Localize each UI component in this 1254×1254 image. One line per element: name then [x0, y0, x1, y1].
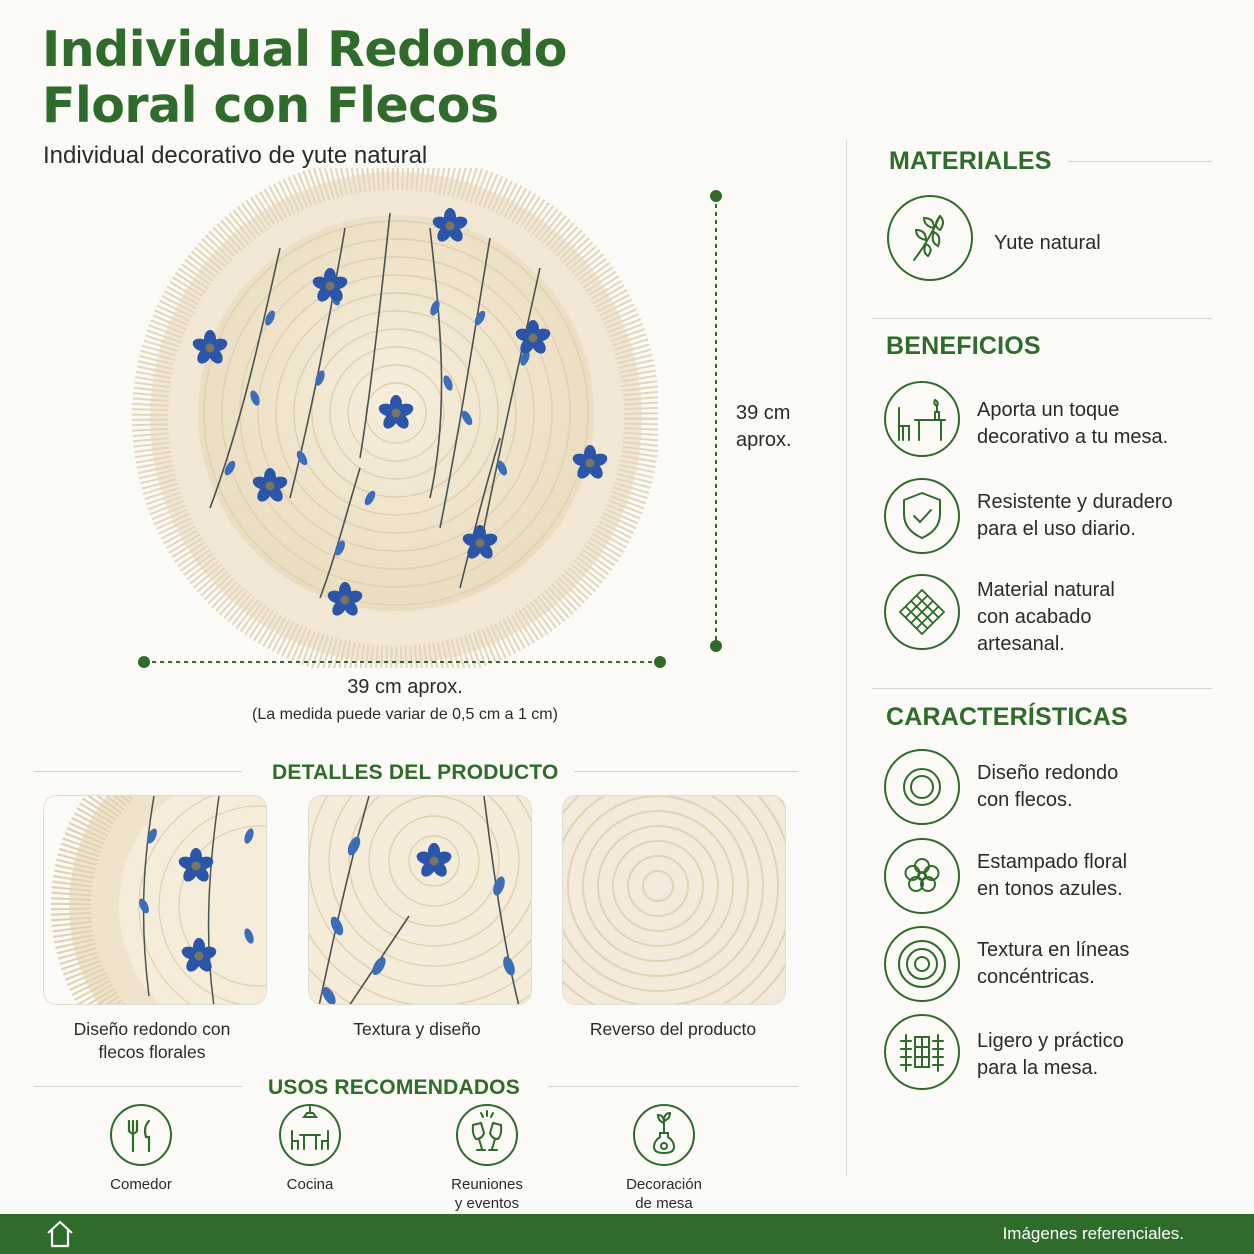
- use-item-reuniones: Reuniones y eventos: [412, 1103, 562, 1213]
- materials-heading: MATERIALES: [889, 147, 1052, 175]
- use-label-line: y eventos: [454, 1195, 520, 1212]
- features-top-rule: [872, 688, 1212, 689]
- features-heading: CARACTERÍSTICAS: [886, 703, 1128, 731]
- vase-icon: [633, 1104, 695, 1166]
- uses-rule-left: [34, 1086, 242, 1087]
- use-label-line: de mesa: [635, 1195, 693, 1212]
- use-item-comedor: Comedor: [66, 1103, 216, 1194]
- details-rule-left: [34, 771, 242, 772]
- leaf-icon: [887, 195, 973, 281]
- benefit-line: decorativo a tu mesa.: [977, 426, 1169, 448]
- width-dimension-label: 39 cm aprox.: [347, 676, 463, 698]
- uses-rule-right: [548, 1086, 798, 1087]
- feature-texture-text: Textura en líneas concéntricas.: [977, 937, 1217, 991]
- page-subtitle: Individual decorativo de yute natural: [43, 142, 428, 169]
- benefit-line: con acabado: [977, 606, 1092, 628]
- feature-light-text: Ligero y práctico para la mesa.: [977, 1028, 1217, 1082]
- feature-line: Textura en líneas: [977, 939, 1130, 961]
- uses-heading: USOS RECOMENDADOS: [268, 1076, 520, 1099]
- use-item-decoracion: Decoración de mesa: [589, 1103, 739, 1213]
- dining-table-icon: [279, 1104, 341, 1166]
- benefits-heading: BENEFICIOS: [886, 332, 1041, 360]
- feature-line: para la mesa.: [977, 1057, 1099, 1079]
- feature-floral-text: Estampado floral en tonos azules.: [977, 849, 1217, 903]
- detail-caption-reverse: Reverso del producto: [548, 1018, 798, 1041]
- title-line-2: Floral con Flecos: [42, 77, 499, 134]
- use-label-comedor: Comedor: [110, 1176, 172, 1193]
- feature-line: Diseño redondo: [977, 762, 1119, 784]
- benefit-line: artesanal.: [977, 633, 1065, 655]
- circle-icon: [884, 749, 960, 825]
- feature-round-text: Diseño redondo con flecos.: [977, 760, 1217, 814]
- feature-line: Estampado floral: [977, 851, 1128, 873]
- size-variance-note: (La medida puede variar de 0,5 cm a 1 cm…: [252, 706, 558, 723]
- height-approx: aprox.: [736, 429, 792, 451]
- benefit-natural-text: Material natural con acabado artesanal.: [977, 577, 1217, 658]
- product-image-placemat: [132, 168, 658, 668]
- height-dimension-label: 39 cm aprox.: [736, 400, 792, 454]
- use-label-decoracion: Decoración de mesa: [589, 1175, 739, 1213]
- use-label-line: Reuniones: [451, 1176, 523, 1193]
- benefit-line: para el uso diario.: [977, 518, 1136, 540]
- detail-caption-fringe: Diseño redondo con flecos florales: [27, 1018, 277, 1064]
- detail-image-reverse: [562, 795, 786, 1005]
- use-label-reuniones: Reuniones y eventos: [412, 1175, 562, 1213]
- benefit-durable-text: Resistente y duradero para el uso diario…: [977, 489, 1217, 543]
- caption-line: Reverso del producto: [589, 1019, 757, 1039]
- feature-line: en tonos azules.: [977, 878, 1123, 900]
- materials-rule: [1068, 161, 1212, 162]
- detail-image-fringe: [43, 795, 267, 1005]
- feature-line: Ligero y práctico: [977, 1030, 1124, 1052]
- caption-line: flecos florales: [98, 1042, 206, 1062]
- material-jute-text: Yute natural: [994, 232, 1101, 254]
- footer-disclaimer: Imágenes referenciales.: [1002, 1224, 1184, 1243]
- feature-line: con flecos.: [977, 789, 1073, 811]
- benefit-line: Aporta un toque: [977, 399, 1120, 421]
- use-label-line: Decoración: [626, 1176, 702, 1193]
- title-line-1: Individual Redondo: [42, 21, 567, 78]
- toast-glasses-icon: [456, 1104, 518, 1166]
- details-rule-right: [574, 771, 798, 772]
- feather-weight-icon: [884, 1014, 960, 1090]
- height-value: 39 cm: [736, 402, 791, 424]
- cutlery-icon: [110, 1104, 172, 1166]
- table-chair-icon: [884, 381, 960, 457]
- home-icon[interactable]: [44, 1218, 76, 1250]
- benefit-line: Resistente y duradero: [977, 491, 1173, 513]
- column-divider: [846, 140, 847, 1176]
- benefits-top-rule: [872, 318, 1212, 319]
- benefit-line: Material natural: [977, 579, 1115, 601]
- detail-image-texture: [308, 795, 532, 1005]
- concentric-circles-icon: [884, 926, 960, 1002]
- benefit-decorative-text: Aporta un toque decorativo a tu mesa.: [977, 397, 1217, 451]
- flower-icon: [884, 838, 960, 914]
- caption-line: Textura y diseño: [353, 1019, 481, 1039]
- footer-bar: Imágenes referenciales.: [0, 1214, 1254, 1254]
- detail-caption-texture: Textura y diseño: [292, 1018, 542, 1041]
- page-title: Individual Redondo Floral con Flecos: [42, 22, 567, 134]
- use-label-cocina: Cocina: [286, 1176, 334, 1193]
- weave-icon: [884, 574, 960, 650]
- details-heading: DETALLES DEL PRODUCTO: [272, 761, 559, 784]
- feature-line: concéntricas.: [977, 966, 1095, 988]
- use-item-cocina: Cocina: [235, 1103, 385, 1194]
- shield-check-icon: [884, 478, 960, 554]
- caption-line: Diseño redondo con: [73, 1019, 231, 1039]
